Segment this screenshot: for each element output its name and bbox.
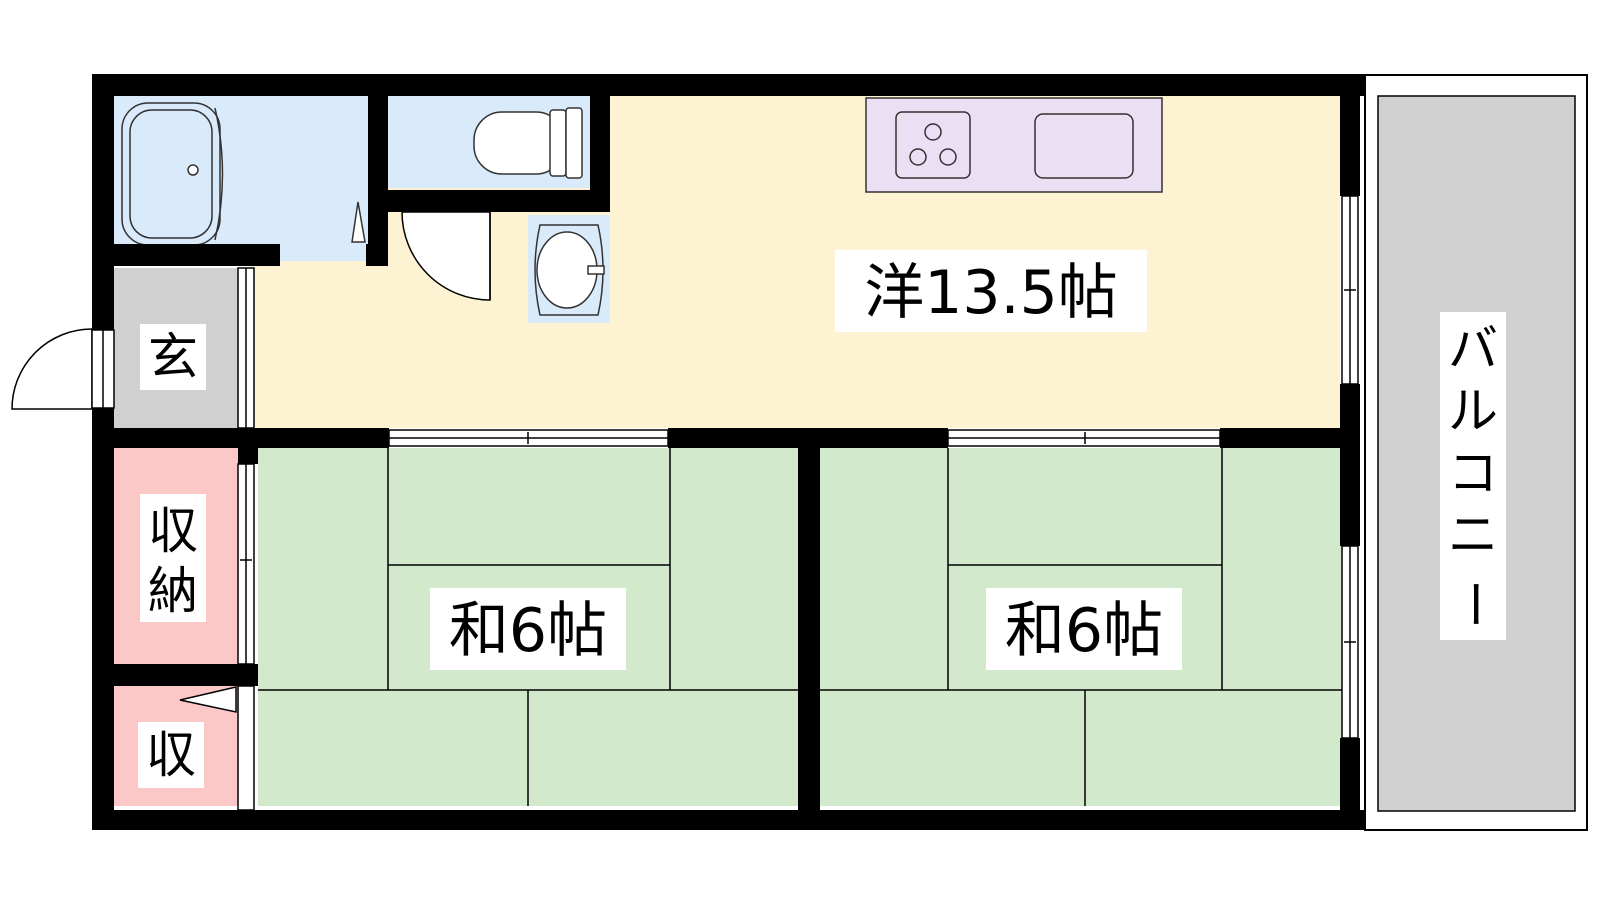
kitchen-counter	[865, 97, 1163, 193]
balcony-label-char-2: ル	[1448, 382, 1498, 440]
tatami-lines-left	[258, 448, 798, 806]
tatami-lines-right	[820, 448, 1350, 806]
burner-icon	[909, 123, 957, 166]
entrance-label: 玄	[148, 328, 198, 386]
stove	[895, 111, 971, 179]
kitchen-sink	[1034, 113, 1134, 179]
toilet-door-swing	[401, 211, 491, 301]
window-western-east	[1341, 195, 1359, 385]
balcony-label-char-5: ー	[1445, 579, 1503, 629]
storage-2-door-frame	[237, 685, 255, 811]
entrance-door-swing	[11, 328, 93, 410]
entrance-sliding-door	[237, 267, 255, 429]
western-room-label: 洋13.5帖	[864, 258, 1118, 328]
entrance-door-frame	[91, 329, 115, 409]
window-japanese-east	[1341, 545, 1359, 739]
balcony-label-char-1: バ	[1448, 320, 1498, 378]
storage-1-sliding-door	[237, 463, 255, 665]
washbasin-icon	[534, 224, 605, 316]
walls	[92, 74, 1365, 830]
storage-1-label-line2: 納	[148, 562, 198, 620]
bathroom-floor	[113, 96, 373, 261]
sliding-door-western-left	[388, 429, 669, 447]
balcony-label-char-4: ニ	[1448, 506, 1498, 564]
japanese-room-left-label: 和6帖	[449, 596, 607, 666]
storage-1-label-line1: 収	[148, 502, 198, 560]
balcony-label-char-3: コ	[1448, 444, 1498, 502]
sliding-door-western-right	[947, 429, 1221, 447]
toilet-icon	[473, 107, 583, 179]
storage-door-icon	[179, 686, 237, 713]
storage-2-label: 収	[146, 726, 196, 784]
japanese-room-right-label: 和6帖	[1005, 596, 1163, 666]
